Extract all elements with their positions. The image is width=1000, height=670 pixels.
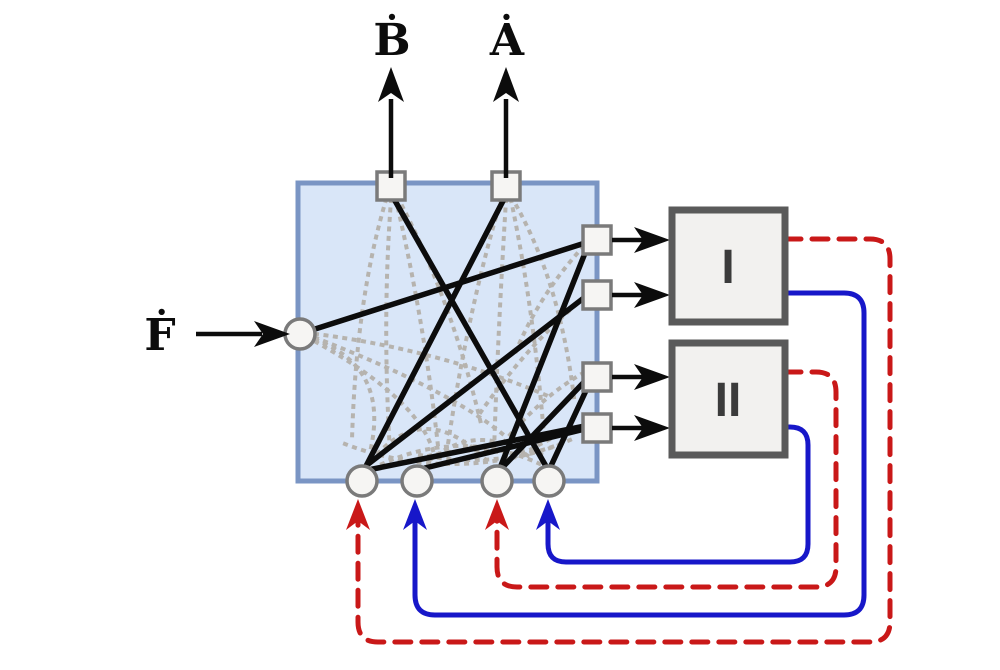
port1-to-unit1-arrow-head (634, 227, 670, 253)
mesh-link-2 (313, 339, 437, 457)
readout-port-1 (581, 224, 613, 256)
mesh-link-14 (475, 296, 586, 419)
feedback-node-1 (345, 464, 379, 498)
readout-port-4 (581, 412, 613, 444)
unit2-red-feedback-line (494, 369, 839, 590)
mesh-link-4 (313, 331, 551, 399)
unit1-blue-feedback-line (412, 290, 867, 618)
port4-to-unit2-arrow-head (634, 415, 670, 441)
unit1-red-feedback-arrowhead (346, 499, 370, 530)
feedback-node-2 (400, 464, 434, 498)
mesh-link-9 (445, 197, 504, 447)
black-connection-2 (391, 196, 550, 471)
input-f-label: Ḟ (144, 307, 175, 361)
black-connection-4 (364, 294, 588, 468)
subsystem-1-label: I (721, 241, 734, 294)
subsystem-1-box (668, 206, 789, 326)
readout-port-3 (581, 361, 613, 393)
subsystem-2-box (668, 339, 789, 459)
output-b-label: Ḃ (373, 12, 410, 66)
mesh-link-12 (509, 195, 577, 401)
input-f-arrow-head (254, 321, 290, 347)
black-connection-8 (547, 379, 593, 471)
readout-port-2 (581, 279, 613, 311)
unit1-blue-feedback-arrowhead (403, 499, 427, 530)
black-connection-7 (497, 245, 590, 471)
port3-to-unit2-arrow-head (634, 364, 670, 390)
output-a-label: Ȧ (489, 12, 525, 66)
mesh-link-10 (491, 197, 509, 455)
mesh-link-13 (511, 244, 586, 359)
output-a-arrow-head (493, 67, 519, 102)
unit2-blue-feedback-line (545, 424, 811, 565)
mesh-link-1 (313, 337, 377, 455)
subsystem-2-label: II (715, 374, 742, 427)
output-b-arrow-head (378, 67, 404, 102)
feedback-node-4 (532, 464, 566, 498)
mesh-link-11 (508, 197, 547, 439)
black-connection-5 (365, 423, 588, 473)
unit2-blue-feedback-arrowhead (536, 499, 560, 530)
unit1-red-feedback-line (355, 236, 893, 645)
black-connection-1 (309, 240, 588, 333)
mesh-link-19 (427, 438, 537, 463)
unit2-red-feedback-arrowhead (485, 499, 509, 530)
black-connection-3 (362, 196, 507, 471)
port2-to-unit1-arrow-head (634, 282, 670, 308)
black-connection-9 (497, 377, 589, 473)
mesh-link-5 (349, 197, 389, 443)
feedback-node-3 (480, 464, 514, 498)
